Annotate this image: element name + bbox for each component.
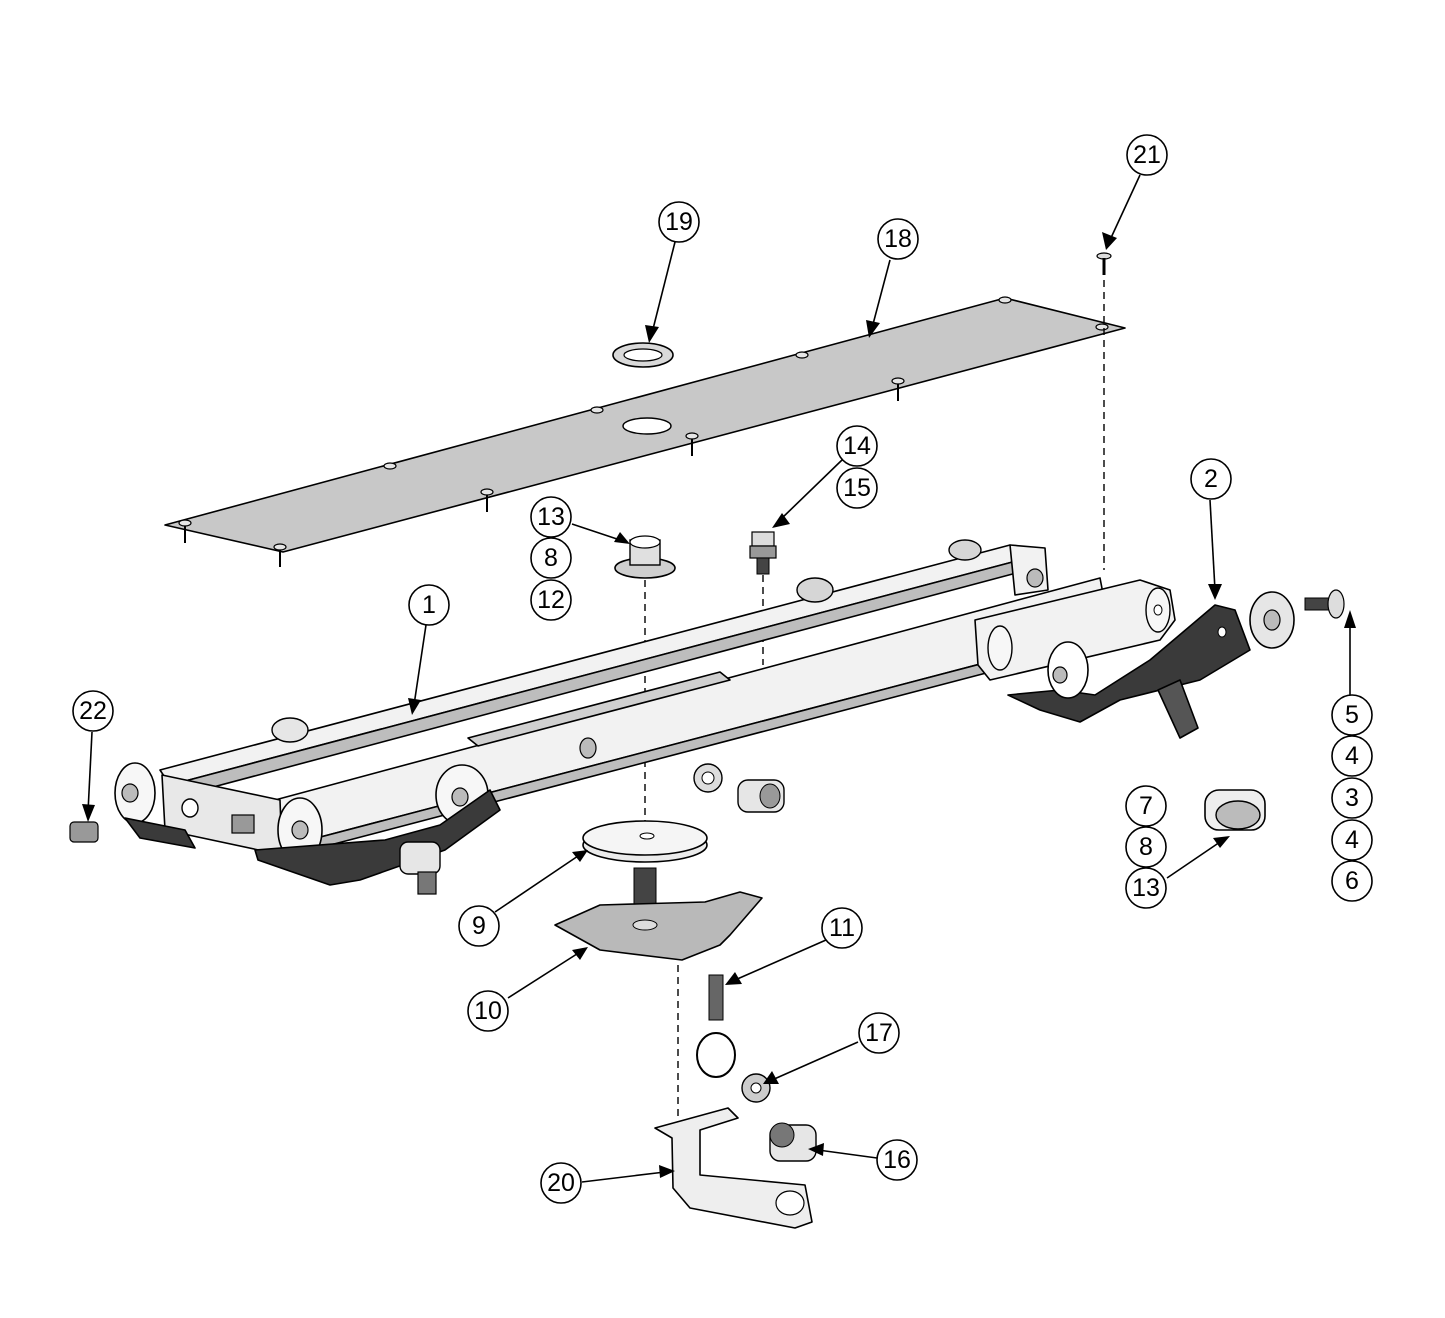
callout-16: 16 xyxy=(876,1139,918,1181)
callout-14: 14 xyxy=(836,425,878,467)
callout-9: 9 xyxy=(458,905,500,947)
callout-15: 15 xyxy=(836,467,878,509)
callout-1: 1 xyxy=(408,584,450,626)
callout-label: 11 xyxy=(829,914,855,942)
callout-label: 9 xyxy=(472,912,486,940)
grommet-ring-part-19 xyxy=(612,342,674,368)
nut-assembly-parts-7-8-13 xyxy=(1204,789,1266,831)
callout-22: 22 xyxy=(72,690,114,732)
nut-part-17 xyxy=(741,1073,771,1103)
callout-label: 13 xyxy=(537,503,565,531)
callout-4-lower: 4 xyxy=(1331,819,1373,861)
loose-nuts xyxy=(693,763,785,813)
bolt-parts-14-15 xyxy=(749,531,777,575)
callout-13-top: 13 xyxy=(530,496,572,538)
callout-label: 2 xyxy=(1204,465,1218,493)
callout-label: 13 xyxy=(1132,874,1160,902)
callout-19: 19 xyxy=(658,201,700,243)
callout-21: 21 xyxy=(1126,134,1168,176)
callout-label: 12 xyxy=(537,586,565,614)
callout-12: 12 xyxy=(530,579,572,621)
callout-3: 3 xyxy=(1331,777,1373,819)
callout-label: 5 xyxy=(1345,701,1359,729)
callout-label: 14 xyxy=(843,432,871,460)
callout-label: 16 xyxy=(883,1146,911,1174)
callout-label: 20 xyxy=(547,1169,575,1197)
callout-label: 10 xyxy=(474,997,502,1025)
callout-label: 21 xyxy=(1133,141,1161,169)
callout-label: 4 xyxy=(1345,826,1359,854)
nut-part-22 xyxy=(69,821,99,843)
callout-4-upper: 4 xyxy=(1331,735,1373,777)
l-bracket-part-20 xyxy=(654,1107,813,1229)
callout-label: 15 xyxy=(843,474,871,502)
leader-lines xyxy=(87,174,1351,1183)
main-frame-part-1 xyxy=(114,539,1176,895)
callout-label: 22 xyxy=(79,697,107,725)
callout-11: 11 xyxy=(821,907,863,949)
washer-disc-part-9 xyxy=(582,820,708,863)
bracket-part-2 xyxy=(1007,604,1251,739)
washer-bolt-parts-3-6 xyxy=(1249,589,1345,649)
callout-18: 18 xyxy=(877,218,919,260)
callout-17: 17 xyxy=(858,1012,900,1054)
callout-10: 10 xyxy=(467,990,509,1032)
callout-8-right: 8 xyxy=(1125,826,1167,868)
callout-5: 5 xyxy=(1331,694,1373,736)
arrowheads xyxy=(82,232,1356,1178)
callout-2: 2 xyxy=(1190,458,1232,500)
fitting-part-16 xyxy=(769,1122,817,1162)
pull-pin-part-11 xyxy=(696,974,736,1078)
screw-part-21 xyxy=(1096,252,1112,275)
callout-label: 19 xyxy=(665,208,693,236)
mounting-plate-part-10 xyxy=(554,867,763,961)
callout-label: 17 xyxy=(865,1019,893,1047)
callout-label: 4 xyxy=(1345,742,1359,770)
callout-label: 8 xyxy=(544,544,558,572)
callout-13-right: 13 xyxy=(1125,867,1167,909)
callout-label: 7 xyxy=(1139,792,1153,820)
callout-label: 8 xyxy=(1139,833,1153,861)
callout-20: 20 xyxy=(540,1162,582,1204)
callout-label: 6 xyxy=(1345,867,1359,895)
callout-6: 6 xyxy=(1331,860,1373,902)
nut-assembly-parts-13-8-12 xyxy=(614,535,676,579)
callout-label: 18 xyxy=(884,225,912,253)
callout-7: 7 xyxy=(1125,785,1167,827)
callout-label: 1 xyxy=(422,591,436,619)
callout-8-top: 8 xyxy=(530,537,572,579)
cover-plate-part-18 xyxy=(164,296,1126,567)
callout-label: 3 xyxy=(1345,784,1359,812)
